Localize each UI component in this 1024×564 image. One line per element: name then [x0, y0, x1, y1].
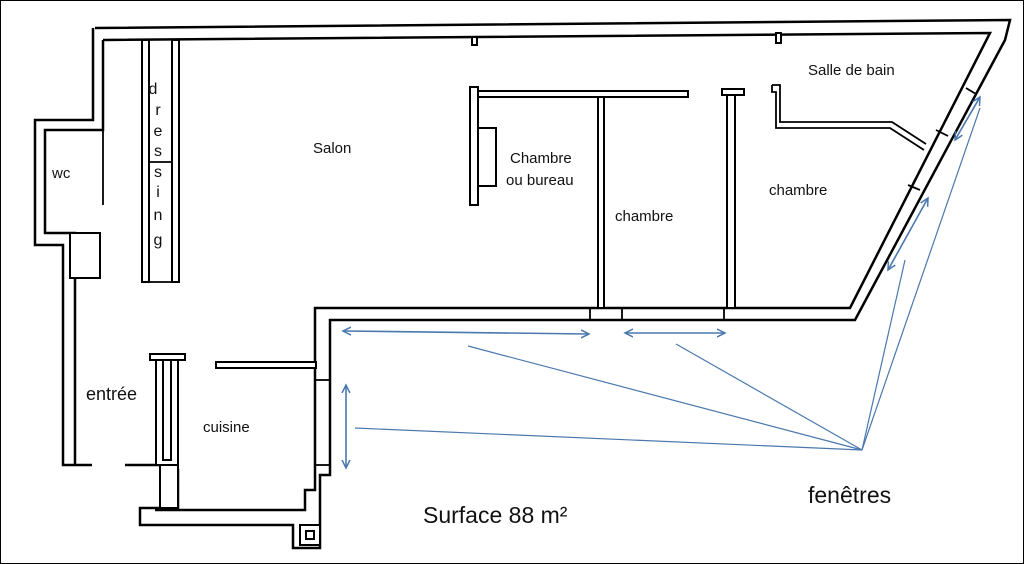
dressing-letter: s	[154, 143, 162, 160]
kitchen-walls	[149, 353, 317, 509]
dressing-letter: i	[156, 184, 160, 201]
room-label-salon: Salon	[313, 140, 351, 157]
room-label-chambre-bureau-1: Chambre	[510, 150, 572, 167]
window-arrow-chambre-2	[888, 198, 928, 270]
dressing-letter: e	[154, 123, 163, 140]
room-label-dressing: d r e s s i n g	[149, 81, 163, 249]
wc-walls	[69, 130, 104, 279]
dressing-letter: g	[154, 232, 163, 249]
windows-label: fenêtres	[808, 482, 891, 508]
room-label-chambre-2: chambre	[769, 182, 827, 199]
room-label-entree: entrée	[86, 384, 137, 404]
dressing-letter: d	[149, 81, 158, 98]
dressing-letter: n	[154, 207, 163, 224]
window-arrow-salon	[343, 331, 589, 334]
room-label-cuisine: cuisine	[203, 419, 250, 436]
dressing-letter: r	[155, 102, 161, 119]
window-label-rays	[354, 107, 981, 451]
room-label-chambre-bureau-2: ou bureau	[506, 172, 574, 189]
dressing-letter: s	[154, 164, 162, 181]
partitions	[469, 32, 927, 309]
dressing-walls	[141, 39, 180, 283]
room-label-chambre-1: chambre	[615, 208, 673, 225]
window-marks	[315, 87, 977, 466]
surface-label: Surface 88 m²	[423, 502, 568, 528]
room-label-salle-de-bain: Salle de bain	[808, 62, 895, 79]
room-label-wc: wc	[51, 165, 71, 182]
window-arrows	[343, 97, 980, 468]
window-arrow-bain	[955, 97, 980, 140]
outer-walls	[33, 18, 1012, 550]
